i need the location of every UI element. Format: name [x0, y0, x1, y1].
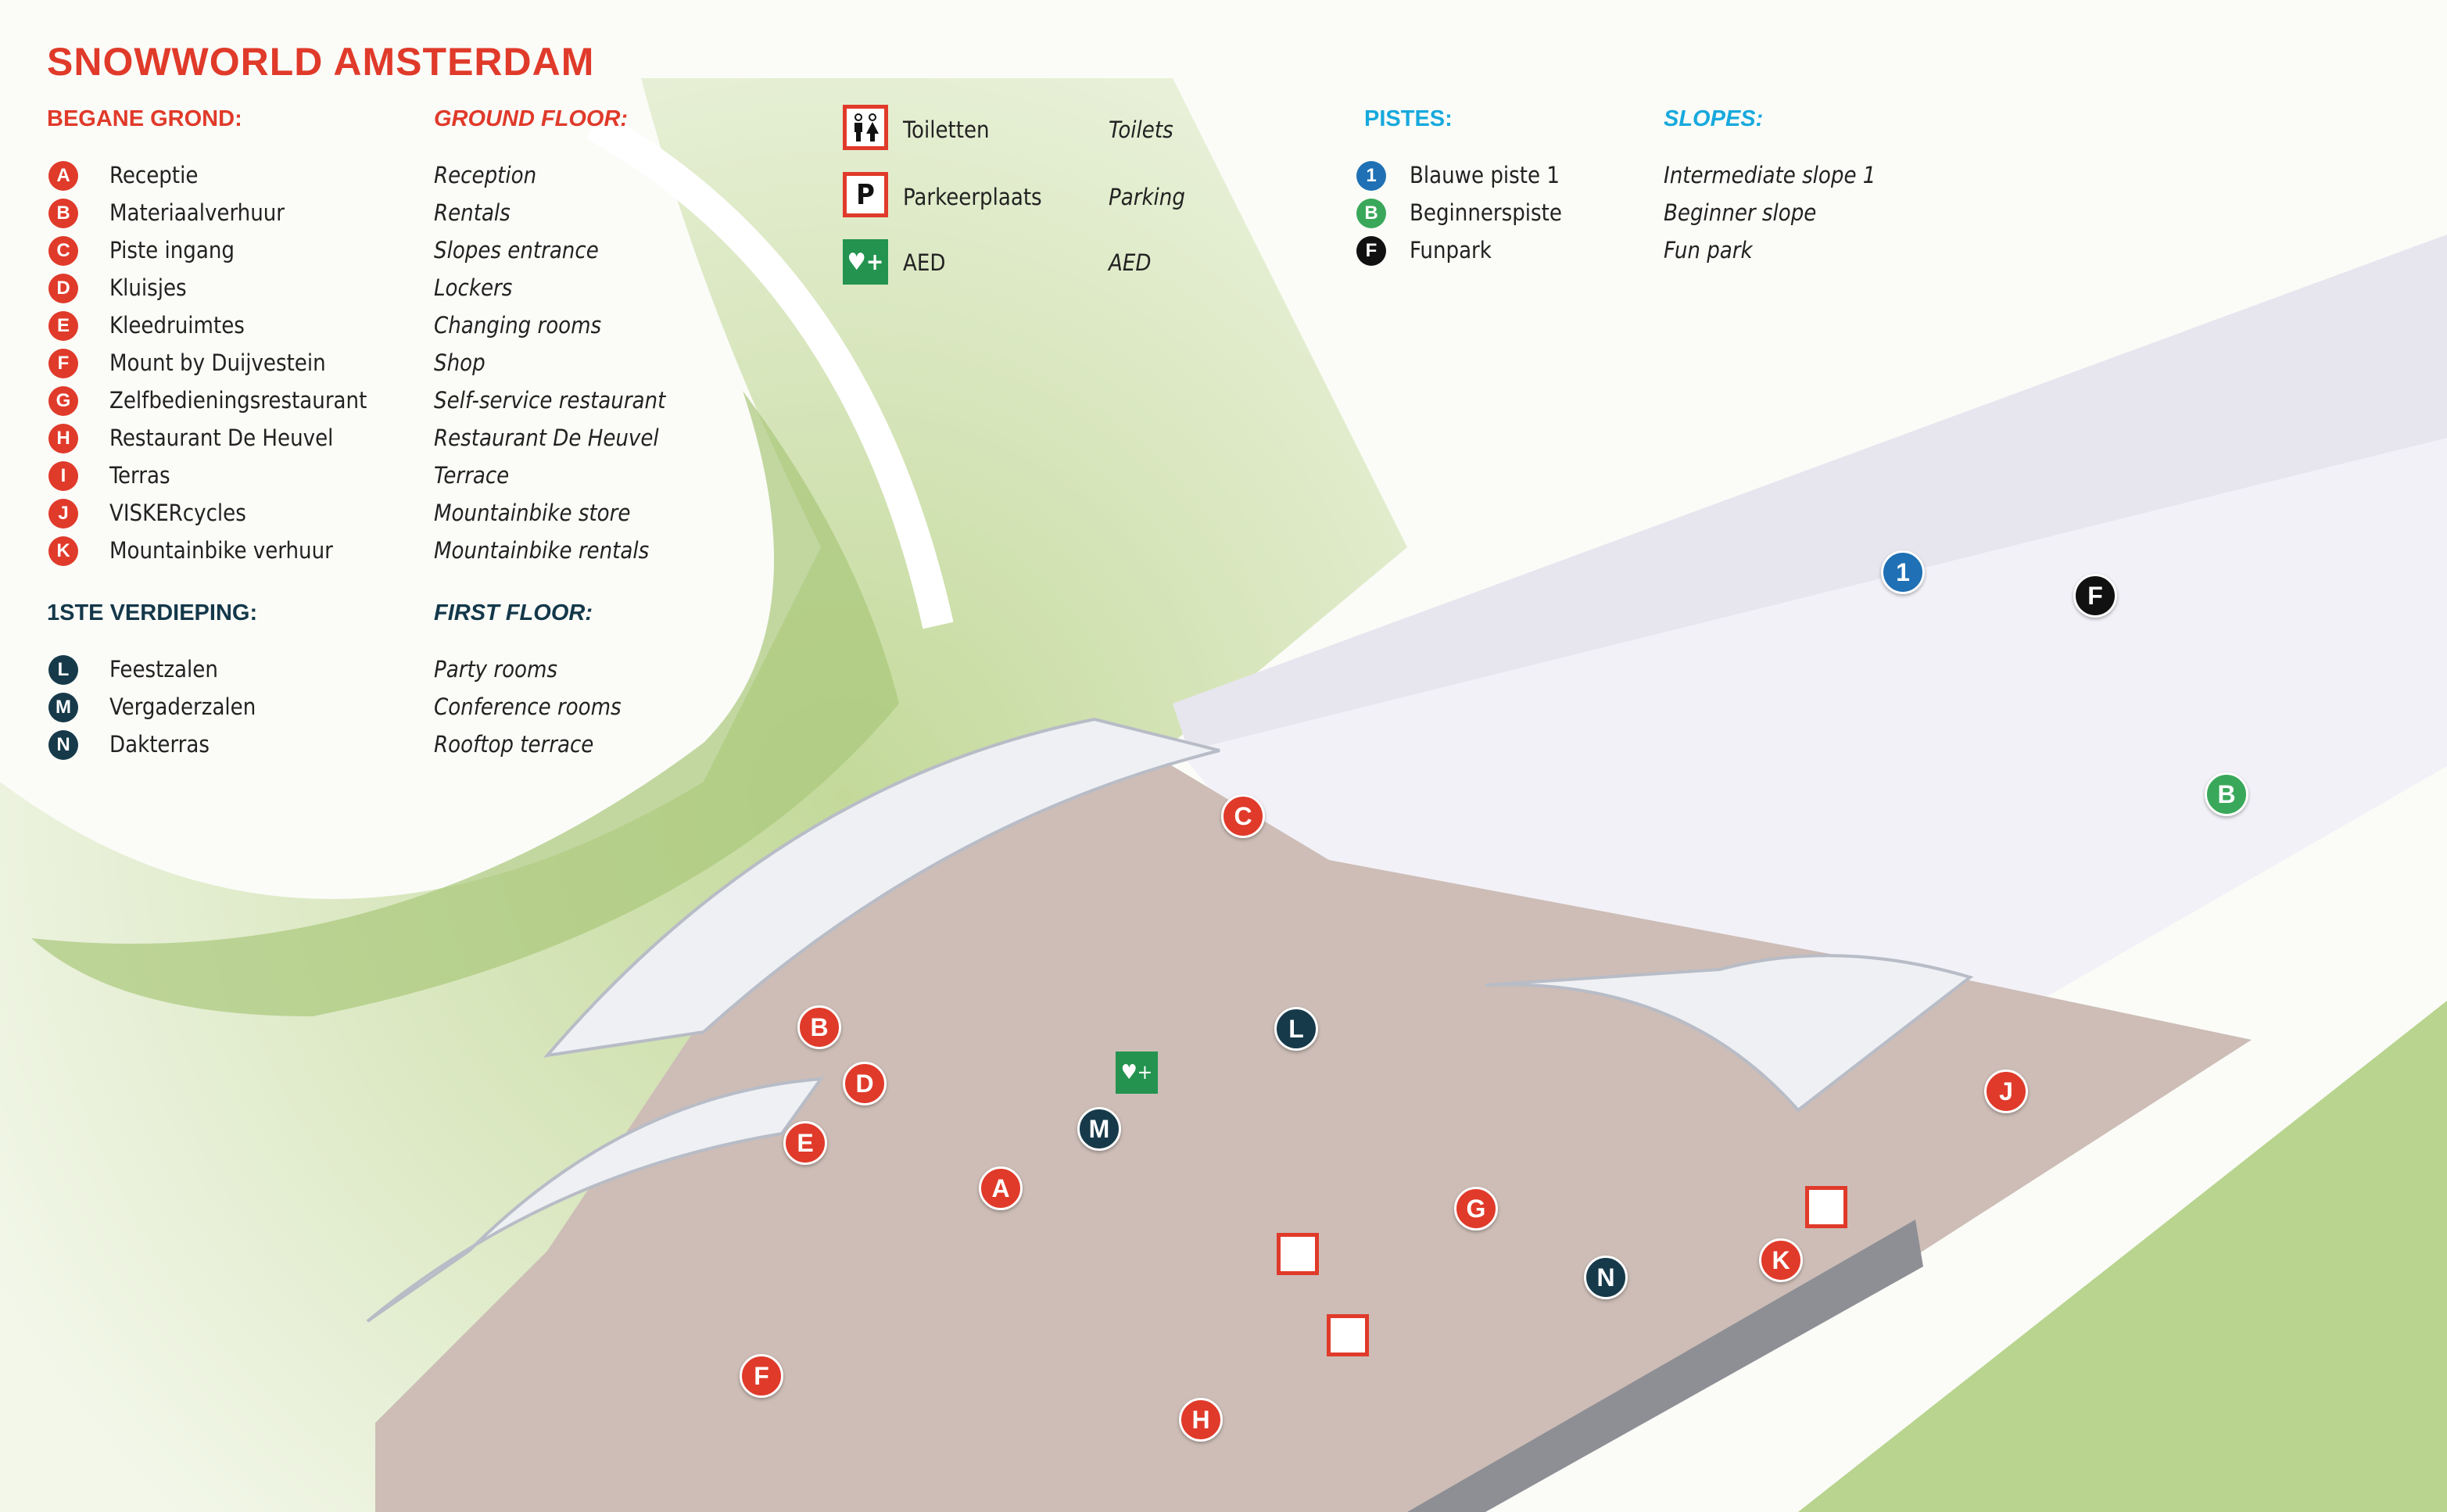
- map-marker-d[interactable]: D: [843, 1062, 887, 1105]
- legend-label-en: Shop: [434, 349, 485, 376]
- page-title: SNOWWORLD AMSTERDAM: [47, 40, 595, 84]
- legend-label-nl: Piste ingang: [109, 237, 235, 263]
- legend-badge-g: G: [48, 386, 78, 416]
- legend-badge-b: B: [48, 199, 78, 228]
- facility-label-en: Parking: [1109, 184, 1185, 210]
- road: [586, 111, 954, 629]
- legend-badge-h: H: [48, 424, 78, 453]
- legend-label-nl: VISKERcycles: [109, 500, 246, 526]
- ground-floor-heading-en: GROUND FLOOR:: [434, 106, 629, 131]
- piste-label-nl: Funpark: [1410, 237, 1492, 263]
- legend-label-en: Self-service restaurant: [434, 387, 666, 414]
- piste-badge-1: 1: [1356, 161, 1386, 191]
- toilet-icon: [843, 105, 888, 150]
- legend-badge-c: C: [48, 236, 78, 266]
- facility-label-nl: Toiletten: [903, 116, 990, 143]
- map-aed-icon: ♥+: [1116, 1052, 1158, 1094]
- legend-badge-a: A: [48, 161, 78, 191]
- legend-badge-e: E: [48, 311, 78, 341]
- map-marker-h[interactable]: H: [1179, 1398, 1223, 1442]
- legend-badge-f: F: [48, 349, 78, 378]
- legend-label-nl: Kleedruimtes: [109, 312, 245, 339]
- map-marker-beginner[interactable]: B: [2205, 772, 2248, 816]
- legend-label-en: Conference rooms: [434, 693, 622, 720]
- parking-icon: P: [843, 172, 888, 217]
- legend-label-en: Party rooms: [434, 656, 558, 683]
- piste-label-nl: Blauwe piste 1: [1410, 162, 1560, 188]
- legend-label-en: Terrace: [434, 462, 510, 489]
- legend-label-nl: Feestzalen: [109, 656, 218, 683]
- map-toilet-icon: [1805, 1186, 1847, 1228]
- legend-badge-l: L: [48, 655, 78, 685]
- legend-badge-m: M: [48, 693, 78, 722]
- piste-label-en: Beginner slope: [1664, 199, 1817, 226]
- map-marker-g[interactable]: G: [1454, 1187, 1498, 1231]
- legend-label-nl: Zelfbedieningsrestaurant: [109, 387, 367, 414]
- map-marker-a[interactable]: A: [979, 1166, 1023, 1210]
- building-roof: [366, 1077, 825, 1323]
- map-marker-n[interactable]: N: [1584, 1256, 1628, 1299]
- grey-wall: [1407, 1220, 1923, 1512]
- legend-label-nl: Receptie: [109, 162, 199, 188]
- legend-label-en: Lockers: [434, 274, 513, 301]
- map-marker-j[interactable]: J: [1984, 1070, 2028, 1113]
- map-marker-f[interactable]: F: [740, 1354, 783, 1398]
- legend-label-nl: Restaurant De Heuvel: [109, 425, 334, 451]
- facility-label-nl: Parkeerplaats: [903, 184, 1042, 210]
- piste-label-en: Fun park: [1664, 237, 1753, 263]
- facility-label-nl: AED: [903, 249, 946, 276]
- map-toilet-icon: [1327, 1314, 1369, 1356]
- building-roof-3: [1485, 954, 1974, 1113]
- legend-badge-i: I: [48, 461, 78, 491]
- legend-label-en: Mountainbike rentals: [434, 537, 650, 564]
- map-toilet-icon: [1277, 1233, 1319, 1275]
- legend-label-nl: Terras: [109, 462, 170, 489]
- ground-floor-heading-nl: BEGANE GROND:: [47, 106, 242, 131]
- piste-badge-f: F: [1356, 236, 1386, 266]
- map-marker-b[interactable]: B: [797, 1005, 841, 1049]
- legend-label-en: Rooftop terrace: [434, 731, 594, 758]
- legend-label-en: Changing rooms: [434, 312, 602, 339]
- legend-label-en: Reception: [434, 162, 537, 188]
- facility-label-en: Toilets: [1109, 116, 1173, 143]
- piste-badge-b: B: [1356, 199, 1386, 228]
- piste-label-en: Intermediate slope 1: [1664, 162, 1876, 188]
- legend-label-nl: Mount by Duijvestein: [109, 349, 326, 376]
- legend-badge-d: D: [48, 274, 78, 303]
- building-roof-2: [543, 717, 1220, 1058]
- legend-label-nl: Materiaalverhuur: [109, 199, 285, 226]
- tree-belt: [31, 391, 899, 1016]
- grass-area-right: [1798, 1001, 2447, 1512]
- pistes-heading-en: SLOPES:: [1664, 106, 1764, 131]
- aed-icon: ♥+: [843, 239, 888, 285]
- first-floor-heading-nl: 1STE VERDIEPING:: [47, 600, 258, 625]
- legend-label-en: Slopes entrance: [434, 237, 599, 263]
- facility-label-en: AED: [1109, 249, 1152, 276]
- map-marker-piste-1[interactable]: 1: [1881, 550, 1925, 594]
- piste-label-nl: Beginnerspiste: [1410, 199, 1562, 226]
- legend-label-nl: Dakterras: [109, 731, 210, 758]
- legend-label-en: Rentals: [434, 199, 511, 226]
- map-marker-c[interactable]: C: [1221, 794, 1265, 838]
- first-floor-heading-en: FIRST FLOOR:: [434, 600, 593, 625]
- map-marker-m[interactable]: M: [1077, 1107, 1121, 1151]
- legend-label-nl: Vergaderzalen: [109, 693, 256, 720]
- legend-label-en: Restaurant De Heuvel: [434, 425, 659, 451]
- map-marker-k[interactable]: K: [1759, 1238, 1803, 1282]
- pistes-heading-nl: PISTES:: [1364, 106, 1453, 131]
- map-marker-funpark[interactable]: F: [2073, 574, 2117, 618]
- legend-badge-k: K: [48, 536, 78, 566]
- legend-label-nl: Mountainbike verhuur: [109, 537, 333, 564]
- slope-edge: [1173, 235, 2447, 751]
- legend-badge-j: J: [48, 499, 78, 528]
- legend-label-en: Mountainbike store: [434, 500, 631, 526]
- legend-label-nl: Kluisjes: [109, 274, 187, 301]
- legend-badge-n: N: [48, 730, 78, 760]
- map-marker-e[interactable]: E: [783, 1121, 827, 1165]
- map-marker-l[interactable]: L: [1274, 1007, 1318, 1051]
